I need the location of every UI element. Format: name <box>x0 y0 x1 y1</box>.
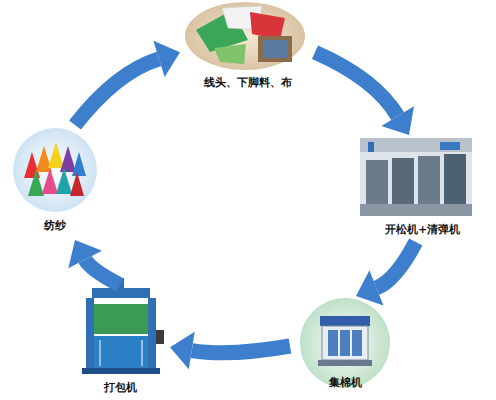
process-node: 线头、下脚料、布 <box>180 0 315 95</box>
node-label: 集棉机 <box>290 376 400 390</box>
fabric-scraps-image <box>185 2 305 70</box>
baler-machine-image <box>82 278 164 374</box>
arrow-head <box>153 41 180 77</box>
node-label: 打包机 <box>70 381 170 395</box>
process-node: 纺纱 <box>5 125 105 240</box>
opener-machine-image <box>360 138 472 216</box>
arrow-shaft <box>75 59 159 125</box>
arrow-shaft <box>315 52 398 116</box>
arrow-head <box>381 106 414 135</box>
arrow-head <box>170 332 195 370</box>
flow-arrow <box>68 240 120 285</box>
arrow-shaft <box>85 260 120 285</box>
flow-arrow <box>356 242 416 306</box>
arrow-head <box>356 270 383 305</box>
flow-arrow <box>75 41 180 125</box>
flow-arrow <box>170 332 290 370</box>
process-node: 开松机+清弹机 <box>355 135 490 242</box>
process-node: 集棉机 <box>290 296 400 396</box>
node-label: 线头、下脚料、布 <box>180 76 315 90</box>
arrow-head <box>68 240 102 268</box>
arrow-shaft <box>376 242 415 288</box>
flow-arrow <box>315 52 414 135</box>
yarn-cones-image <box>13 128 97 212</box>
node-label: 开松机+清弹机 <box>355 223 490 237</box>
arrow-shaft <box>192 346 290 353</box>
node-label: 纺纱 <box>5 219 105 233</box>
cotton-collector-image <box>300 298 390 388</box>
process-node: 打包机 <box>70 285 170 398</box>
